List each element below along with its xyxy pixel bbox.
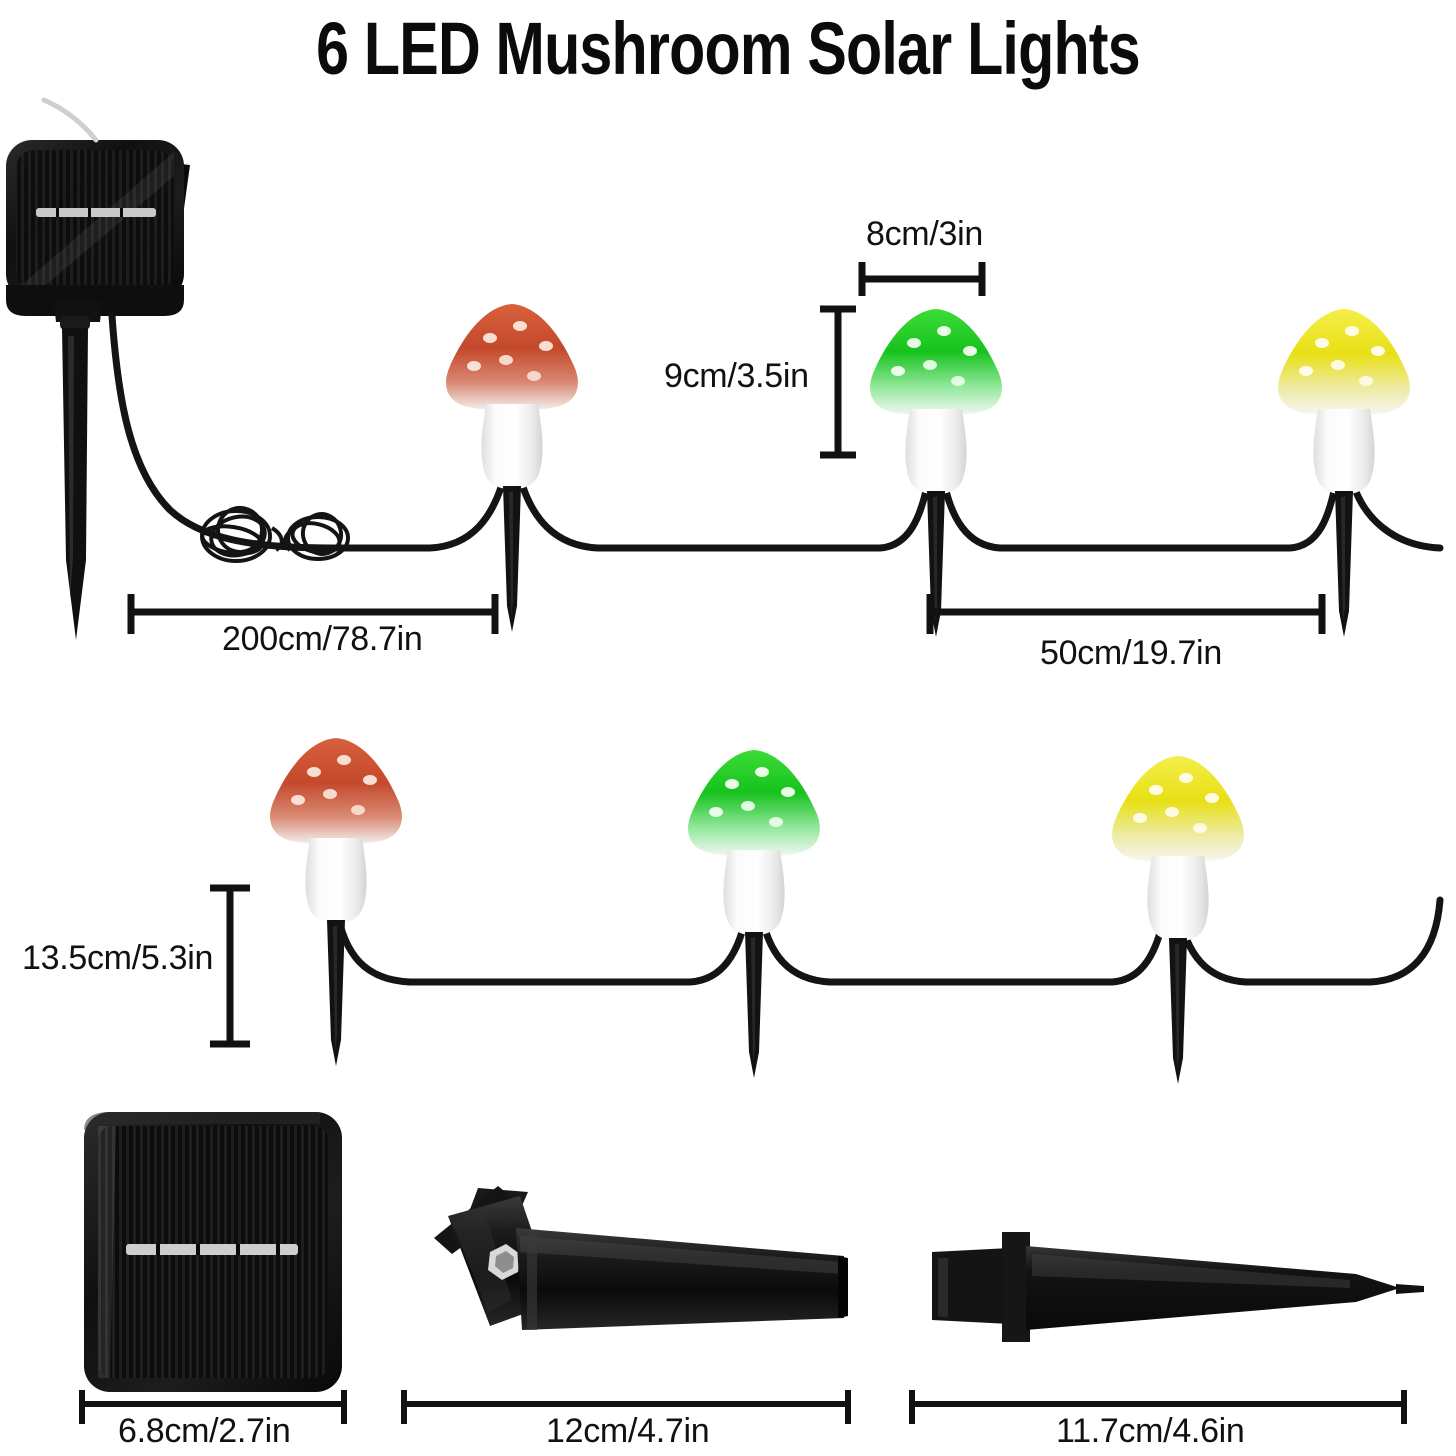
dimension-light-spacing bbox=[926, 594, 1326, 634]
mushroom-green-row1 bbox=[870, 309, 1002, 637]
label-mushroom-height: 9cm/3.5in bbox=[664, 357, 809, 395]
label-bracket-length: 12cm/4.7in bbox=[546, 1412, 710, 1450]
label-lead-wire-length: 200cm/78.7in bbox=[222, 620, 423, 658]
solar-panel-part bbox=[84, 1112, 342, 1392]
label-light-spacing: 50cm/19.7in bbox=[1040, 634, 1222, 672]
page-title: 6 LED Mushroom Solar Lights bbox=[316, 7, 1141, 90]
dimension-total-height bbox=[210, 884, 250, 1048]
wire-coil-bundle bbox=[200, 506, 350, 563]
wire-row2 bbox=[332, 896, 1444, 986]
dimension-solar-panel-width bbox=[79, 1390, 347, 1424]
mushroom-yellow-row1 bbox=[1278, 309, 1410, 637]
dimension-bracket-length bbox=[401, 1390, 851, 1424]
label-stake-length: 11.7cm/4.6in bbox=[1056, 1412, 1245, 1450]
solar-panel-head bbox=[6, 97, 190, 640]
mushroom-red-row2 bbox=[270, 738, 402, 1066]
mounting-bracket-part bbox=[434, 1186, 848, 1330]
dimension-cap-width bbox=[858, 262, 986, 296]
ground-stake-part bbox=[932, 1232, 1424, 1342]
dimension-stake-length bbox=[909, 1390, 1407, 1424]
mushroom-red-row1 bbox=[446, 304, 578, 632]
label-total-height: 13.5cm/5.3in bbox=[22, 939, 214, 977]
mushroom-yellow-row2 bbox=[1112, 756, 1244, 1084]
dimension-mushroom-height bbox=[820, 305, 856, 459]
label-solar-panel-width: 6.8cm/2.7in bbox=[118, 1412, 291, 1450]
mushroom-green-row2 bbox=[688, 750, 820, 1078]
dimension-lead-wire bbox=[127, 594, 499, 634]
wire-row1 bbox=[108, 312, 1444, 552]
label-cap-width: 8cm/3in bbox=[866, 215, 983, 253]
